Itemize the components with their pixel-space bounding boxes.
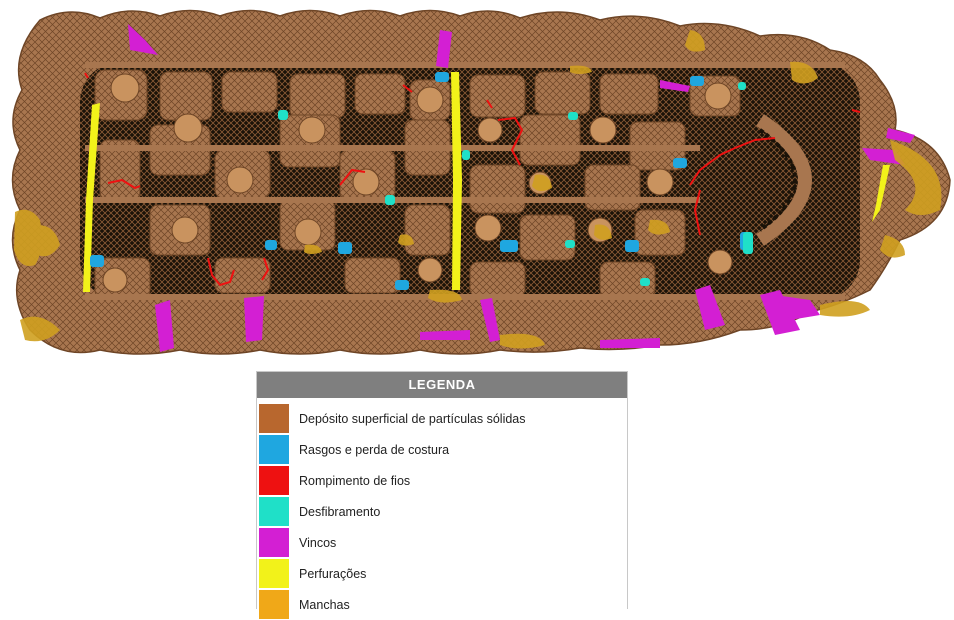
legend-swatch: [259, 559, 289, 588]
legend-label: Manchas: [299, 598, 350, 612]
legend-label: Depósito superficial de partículas sólid…: [299, 412, 526, 426]
legend: LEGENDA Depósito superficial de partícul…: [256, 371, 628, 609]
legend-item-manchas: Manchas: [257, 589, 350, 620]
legend-swatch: [259, 590, 289, 619]
legend-item-vincos: Vincos: [257, 527, 336, 558]
legend-label: Vincos: [299, 536, 336, 550]
legend-item-perfuracoes: Perfurações: [257, 558, 366, 589]
legend-label: Perfurações: [299, 567, 366, 581]
legend-swatch: [259, 497, 289, 526]
legend-item-desfibramento: Desfibramento: [257, 496, 380, 527]
legend-item-rompimento: Rompimento de fios: [257, 465, 410, 496]
textile-mat-damage-map: [0, 0, 954, 370]
legend-label: Rasgos e perda de costura: [299, 443, 449, 457]
legend-item-deposito: Depósito superficial de partículas sólid…: [257, 403, 526, 434]
legend-label: Desfibramento: [299, 505, 380, 519]
legend-swatch: [259, 404, 289, 433]
legend-item-rasgos: Rasgos e perda de costura: [257, 434, 449, 465]
legend-swatch: [259, 528, 289, 557]
inner-grid: [80, 62, 860, 300]
legend-swatch: [259, 466, 289, 495]
legend-label: Rompimento de fios: [299, 474, 410, 488]
legend-swatch: [259, 435, 289, 464]
legend-title: LEGENDA: [257, 372, 627, 398]
